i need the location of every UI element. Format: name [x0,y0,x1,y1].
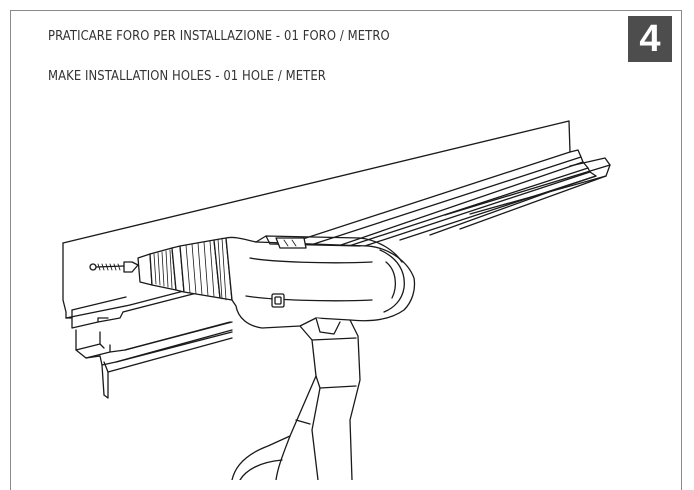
instruction-text-english: MAKE INSTALLATION HOLES - 01 HOLE / METE… [48,68,326,84]
instruction-text-italian: PRATICARE FORO PER INSTALLAZIONE - 01 FO… [48,28,390,44]
drill-installation-illustration [62,120,611,480]
drill-body [225,235,416,329]
drill-clutch-ring [179,237,233,301]
profile-back-wall-right-edge [568,120,571,153]
direction-switch-icon [271,293,285,308]
screw-head [89,263,97,271]
step-number-badge: 4 [628,16,672,62]
aluminium-profile [62,120,611,399]
trigger-icon [315,317,341,335]
profile-back-wall-top-edge [62,120,570,244]
drill-chuck [137,245,185,293]
drill-handle [231,317,361,480]
profile-back-wall-left-edge [62,242,67,319]
screw-and-drill-bit [89,261,139,273]
